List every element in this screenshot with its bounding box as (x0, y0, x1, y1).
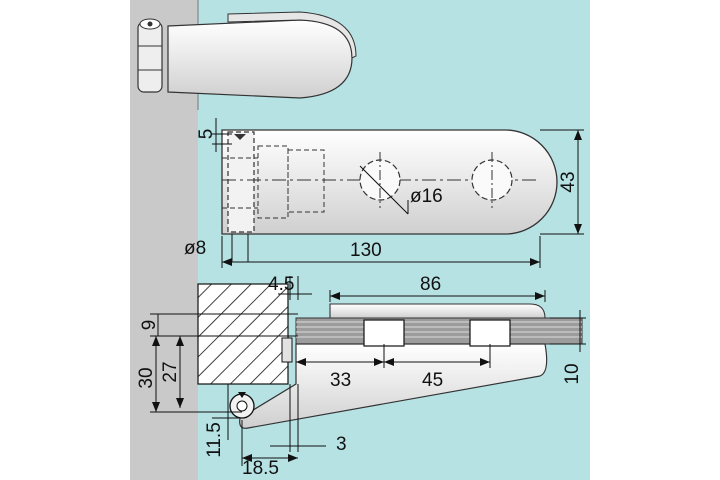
hinge-3d-view (137, 0, 357, 110)
dim-11-5: 11.5 (204, 384, 242, 458)
dim-label-33: 33 (330, 370, 351, 391)
dim-label-86: 86 (420, 274, 441, 295)
dim-label-18-5: 18.5 (242, 458, 279, 479)
dim-5: 5 (196, 118, 232, 152)
dim-4-5: 4.5 (268, 274, 312, 300)
dim-label-dia-8: ø8 (184, 238, 206, 259)
dim-3: 3 (270, 384, 347, 455)
dim-130: 130 (221, 236, 541, 268)
dim-label-27: 27 (160, 361, 181, 382)
dim-label-dia-16: ø16 (410, 186, 443, 207)
dim-label-4-5: 4.5 (268, 274, 294, 295)
dim-label-30: 30 (136, 367, 157, 388)
hinge-plan-view (221, 129, 558, 235)
dim-label-9: 9 (139, 320, 160, 331)
dim-dia-16: ø16 (359, 165, 443, 215)
hinge-side-view (197, 283, 583, 429)
dim-45: 45 (384, 344, 491, 391)
dim-33: 33 (296, 344, 385, 391)
dim-9: 9 (139, 313, 298, 337)
dim-label-130: 130 (350, 240, 382, 261)
dim-label-10: 10 (562, 363, 583, 384)
dim-label-45: 45 (422, 370, 443, 391)
dim-label-3: 3 (336, 434, 347, 455)
dim-86: 86 (329, 274, 546, 302)
dim-dia-8: ø8 (184, 234, 249, 262)
dim-label-11-5: 11.5 (204, 422, 225, 458)
dim-label-43: 43 (558, 171, 579, 192)
dim-43: 43 (540, 129, 584, 235)
dim-label-5: 5 (196, 129, 217, 140)
dim-10: 10 (550, 310, 586, 385)
dim-30: 30 (136, 336, 242, 413)
dim-18-5: 18.5 (241, 420, 298, 479)
dim-27: 27 (160, 336, 184, 408)
